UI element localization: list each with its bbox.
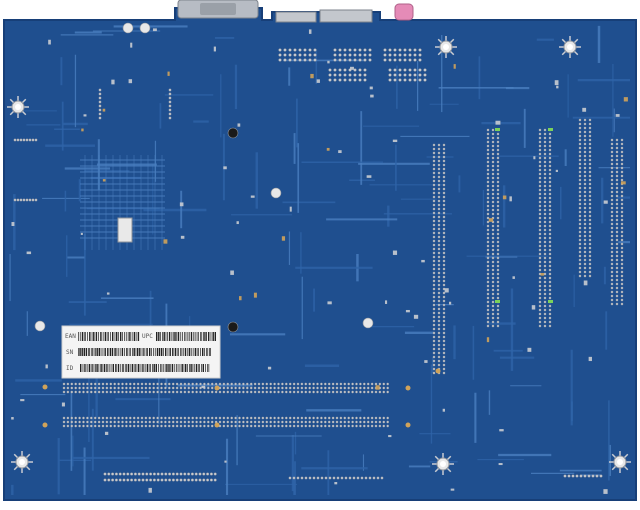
pcb-traces [9,25,630,495]
upc-label: UPC [142,333,153,340]
mounting-holes [7,36,631,475]
sn-label: SN [66,349,74,356]
smd-components [11,22,628,494]
usb-connector [275,11,317,23]
barcodes [78,332,216,372]
ean-label: EAN [65,333,76,340]
rear-io-connectors [177,0,414,23]
solder-pin-rows [13,48,624,482]
lan-connector [319,9,373,23]
id-label: ID [66,365,74,372]
barcode-sticker: EAN UPC SN ID [61,325,221,379]
audio-jack [394,3,414,21]
